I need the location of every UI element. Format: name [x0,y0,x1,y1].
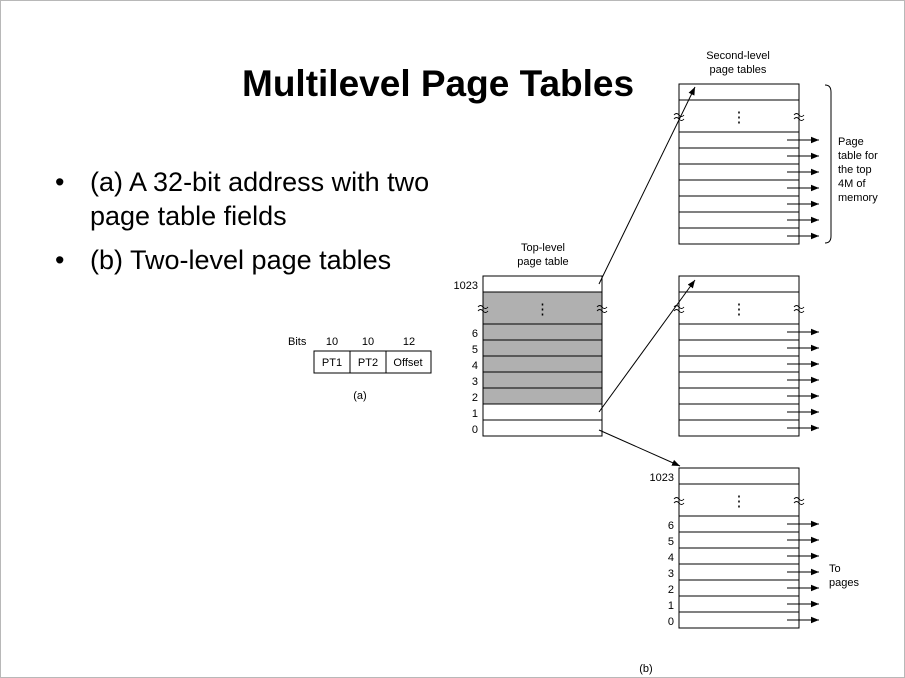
entry-index-label: 1023 [454,280,478,292]
entry-index-label: 1 [668,600,674,612]
pt2-field: PT2 [358,357,378,369]
caption-b: (b) [639,663,652,675]
break-mark-icon [793,305,805,313]
entry-index-label: 1 [472,408,478,420]
entry-index-label: 0 [472,424,478,436]
entry-index-label: 6 [472,328,478,340]
note-line: 4M of [838,178,866,190]
pt1-bits: 10 [326,336,338,348]
break-mark-icon [673,305,685,313]
entry-index-label: 6 [668,520,674,532]
bullet-text: (b) Two-level page tables [90,245,392,275]
note-line: Page [838,136,864,148]
bullet-list: • (a) A 32-bit address with two page tab… [55,165,430,287]
caption-a: (a) [353,390,366,402]
to-pages-label: pages [829,577,859,589]
entry-index-label: 3 [472,376,478,388]
bullet-dot-icon: • [55,245,65,275]
entry-index-label: 2 [668,584,674,596]
ellipsis-icon: ⋮ [732,493,747,510]
bullet-item: • (b) Two-level page tables [55,243,430,277]
pointer-arrow [598,279,696,413]
pointer-arrow [598,429,681,467]
bullet-text: (a) A 32-bit address with two page table… [90,167,430,231]
break-mark-icon [477,305,489,313]
offset-bits: 12 [403,336,415,348]
entry-index-label: 4 [472,360,478,372]
bullet-item: • (a) A 32-bit address with two page tab… [55,165,430,233]
offset-field: Offset [393,357,422,369]
second-level-label: page tables [710,64,767,76]
slide-title: Multilevel Page Tables [242,63,635,104]
second-level-label: Second-level [706,50,770,62]
entry-index-label: 4 [668,552,674,564]
break-mark-icon [793,497,805,505]
top-level-label: page table [517,256,568,268]
memory-brace [824,84,832,244]
bits-label: Bits [288,336,307,348]
entry-index-label: 1023 [650,472,674,484]
to-pages-label: To [829,563,841,575]
pointer-arrow [598,86,696,285]
note-line: memory [838,192,878,204]
address-box [313,350,432,374]
entry-index-label: 2 [472,392,478,404]
pt2-bits: 10 [362,336,374,348]
top-level-label: Top-level [521,242,565,254]
shaded-entries [483,292,602,404]
ellipsis-icon: ⋮ [535,301,550,318]
address-format: Bits 10 10 12 PT1 PT2 Offset (a) [288,336,432,402]
entry-index-label: 0 [668,616,674,628]
note-line: table for [838,150,878,162]
break-mark-icon [596,305,608,313]
ellipsis-icon: ⋮ [732,301,747,318]
page-tables: ⋮ 1023 6 5 4 3 2 1 0 ⋮ ⋮ ⋮ 1023 6 5 4 3 2 1 0 [454,83,819,629]
break-mark-icon [673,497,685,505]
note-line: the top [838,164,872,176]
memory-note: Page table for the top 4M of memory [838,136,878,204]
entry-index-label: 5 [668,536,674,548]
ellipsis-icon: ⋮ [732,109,747,126]
pt1-field: PT1 [322,357,342,369]
entry-index-label: 3 [668,568,674,580]
bullet-dot-icon: • [55,167,65,197]
break-mark-icon [793,113,805,121]
entry-index-label: 5 [472,344,478,356]
